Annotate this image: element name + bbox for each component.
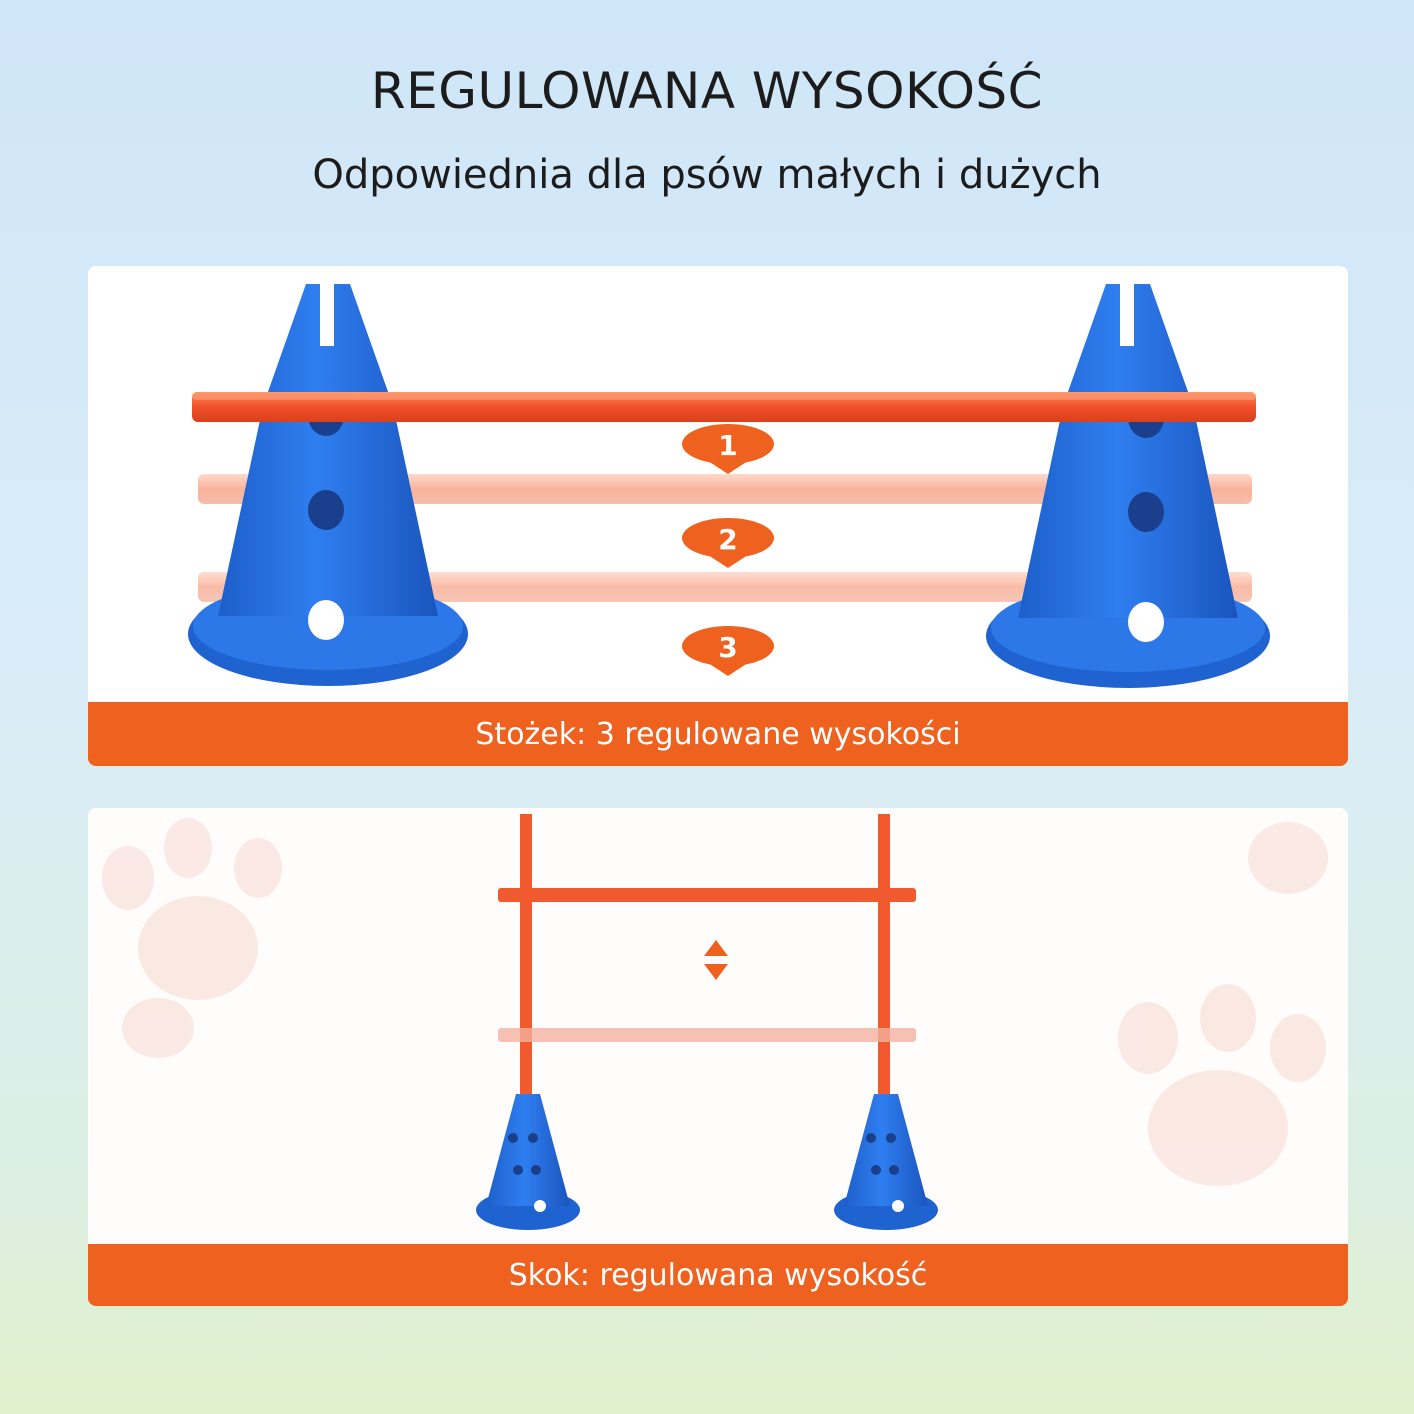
jump-crossbar-lower bbox=[498, 1028, 916, 1042]
level-marker-3-label: 3 bbox=[718, 631, 737, 664]
jump-upright-left bbox=[520, 814, 532, 1114]
level-marker-2: 2 bbox=[682, 518, 774, 568]
jump-panel-caption: Skok: regulowana wysokość bbox=[88, 1244, 1348, 1306]
jump-cone-left bbox=[476, 1094, 580, 1230]
pole-level-3 bbox=[198, 572, 1252, 602]
pole-level-2 bbox=[198, 474, 1252, 504]
adjust-height-icon bbox=[704, 940, 728, 980]
jump-crossbar-upper bbox=[498, 888, 916, 902]
level-marker-1: 1 bbox=[682, 424, 774, 474]
page-subtitle: Odpowiednia dla psów małych i dużych bbox=[312, 152, 1102, 198]
jump-upright-right bbox=[878, 814, 890, 1114]
level-marker-3: 3 bbox=[682, 626, 774, 676]
level-marker-1-label: 1 bbox=[718, 429, 737, 462]
cone-right bbox=[986, 280, 1270, 688]
level-marker-2-label: 2 bbox=[718, 523, 737, 556]
jump-height-panel: Skok: regulowana wysokość bbox=[88, 808, 1348, 1306]
jump-illustration bbox=[102, 814, 1328, 1230]
jump-cone-right bbox=[834, 1094, 938, 1230]
cone-height-panel: 1 2 3 Stożek: 3 regulowane wysokości bbox=[88, 266, 1348, 766]
paw-print-decoration bbox=[102, 818, 1328, 1186]
cone-panel-caption: Stożek: 3 regulowane wysokości bbox=[88, 702, 1348, 766]
page-title: REGULOWANA WYSOKOŚĆ bbox=[370, 62, 1044, 120]
cone-left bbox=[188, 280, 468, 686]
cone-height-illustration: 1 2 3 bbox=[188, 280, 1270, 688]
